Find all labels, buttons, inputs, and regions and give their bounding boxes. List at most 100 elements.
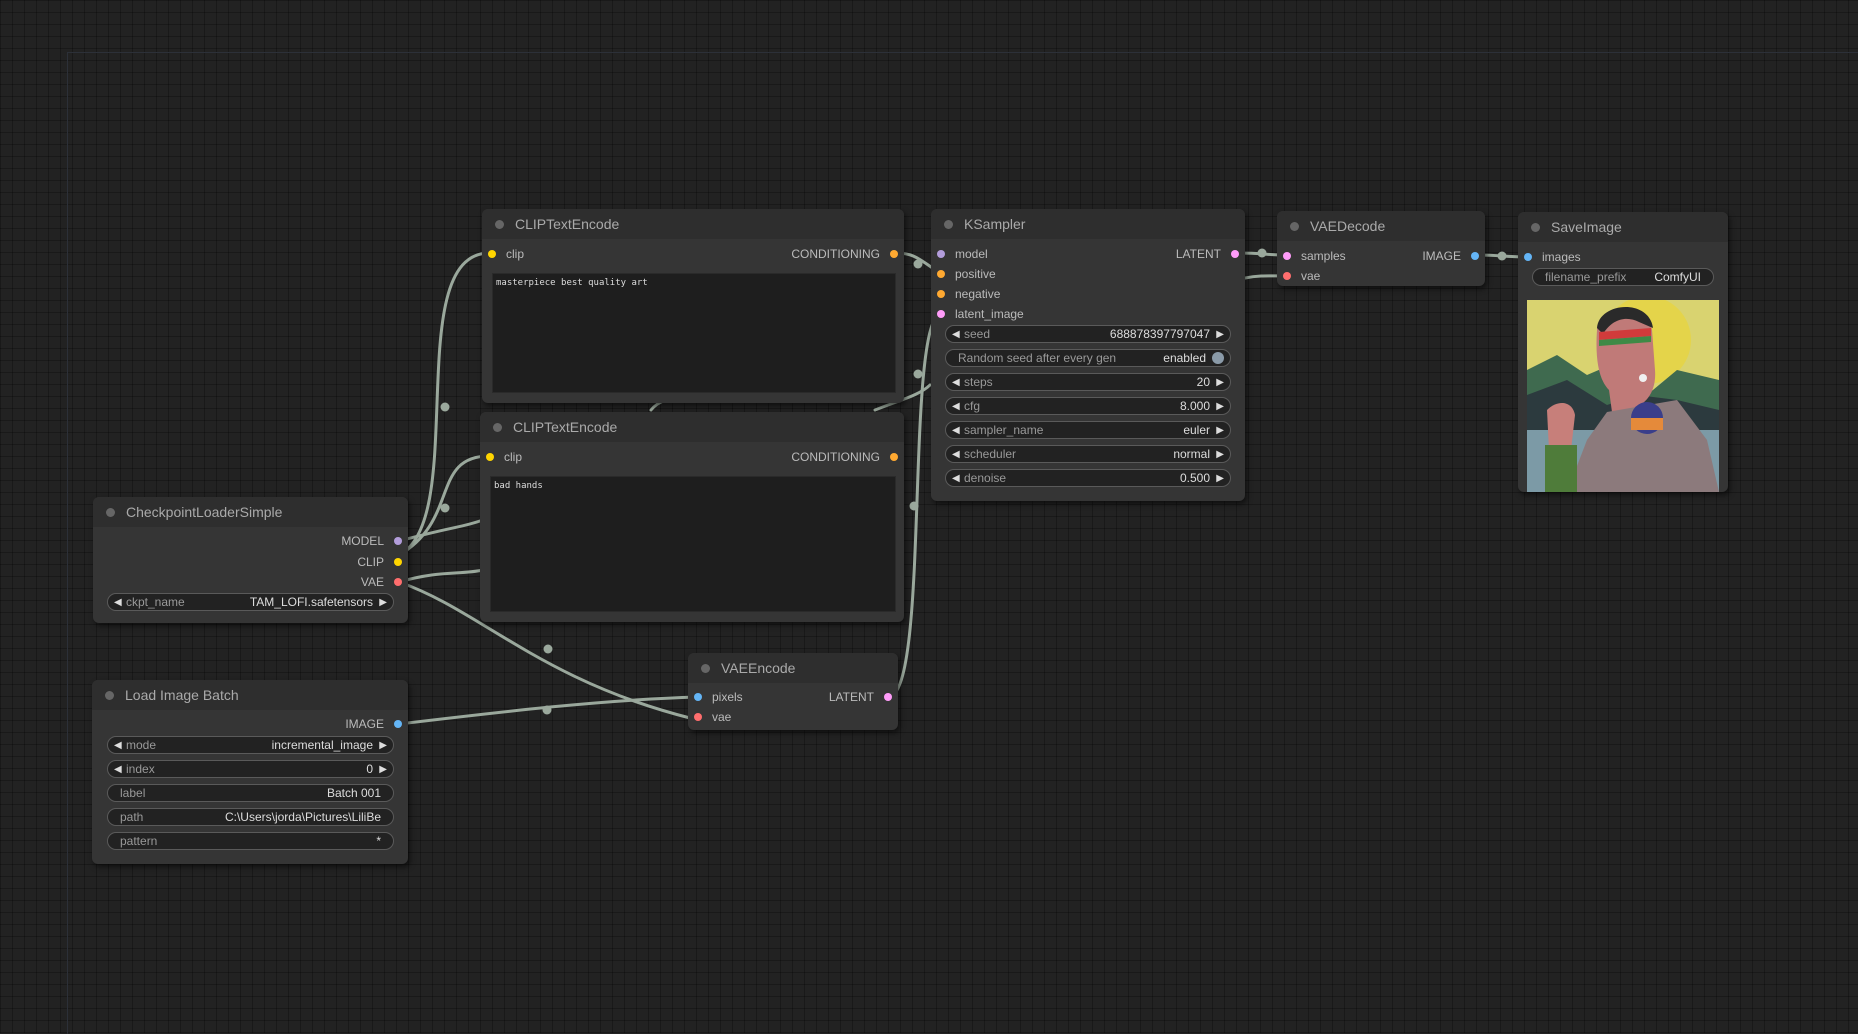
- slot-dot-icon[interactable]: [937, 290, 945, 298]
- collapse-dot-icon[interactable]: [944, 219, 953, 229]
- increment-arrow-icon[interactable]: ▶: [379, 740, 387, 751]
- node-header[interactable]: SaveImage: [1518, 212, 1728, 242]
- increment-arrow-icon[interactable]: ▶: [1216, 401, 1224, 412]
- input-slot-samples[interactable]: samples: [1283, 249, 1346, 263]
- random-seed-toggle[interactable]: Random seed after every gen enabled: [945, 349, 1231, 367]
- collapse-dot-icon[interactable]: [105, 690, 114, 700]
- collapse-dot-icon[interactable]: [1531, 222, 1540, 232]
- node-header[interactable]: Load Image Batch: [92, 680, 408, 710]
- output-slot-image[interactable]: IMAGE: [345, 717, 402, 731]
- toggle-knob-icon[interactable]: [1212, 352, 1224, 364]
- node-header[interactable]: CheckpointLoaderSimple: [93, 497, 408, 527]
- slot-dot-icon[interactable]: [884, 693, 892, 701]
- decrement-arrow-icon[interactable]: ◀: [114, 597, 122, 608]
- input-slot-images[interactable]: images: [1524, 250, 1581, 264]
- node-clip-text-encode-positive[interactable]: CLIPTextEncode clip CONDITIONING masterp…: [482, 209, 904, 403]
- slot-dot-icon[interactable]: [694, 693, 702, 701]
- slot-dot-icon[interactable]: [394, 720, 402, 728]
- seed-widget[interactable]: ◀ seed 688878397797047 ▶: [945, 325, 1231, 343]
- slot-dot-icon[interactable]: [890, 250, 898, 258]
- node-ksampler[interactable]: KSampler model LATENT positive negative …: [931, 209, 1245, 501]
- collapse-dot-icon[interactable]: [701, 663, 710, 673]
- node-header[interactable]: CLIPTextEncode: [480, 412, 904, 442]
- output-slot-vae[interactable]: VAE: [361, 575, 402, 589]
- decrement-arrow-icon[interactable]: ◀: [952, 377, 960, 388]
- slot-dot-icon[interactable]: [394, 558, 402, 566]
- slot-dot-icon[interactable]: [486, 453, 494, 461]
- slot-dot-icon[interactable]: [694, 713, 702, 721]
- steps-widget[interactable]: ◀ steps 20 ▶: [945, 373, 1231, 391]
- slot-dot-icon[interactable]: [937, 250, 945, 258]
- slot-dot-icon[interactable]: [394, 578, 402, 586]
- node-header[interactable]: KSampler: [931, 209, 1245, 239]
- path-widget[interactable]: path C:\Users\jorda\Pictures\LiliBe: [107, 808, 394, 826]
- input-slot-positive[interactable]: positive: [937, 267, 996, 281]
- decrement-arrow-icon[interactable]: ◀: [952, 425, 960, 436]
- cfg-widget[interactable]: ◀ cfg 8.000 ▶: [945, 397, 1231, 415]
- output-image-preview[interactable]: [1527, 300, 1719, 492]
- collapse-dot-icon[interactable]: [106, 507, 115, 517]
- decrement-arrow-icon[interactable]: ◀: [952, 401, 960, 412]
- decrement-arrow-icon[interactable]: ◀: [114, 764, 122, 775]
- increment-arrow-icon[interactable]: ▶: [379, 764, 387, 775]
- increment-arrow-icon[interactable]: ▶: [379, 597, 387, 608]
- slot-dot-icon[interactable]: [1471, 252, 1479, 260]
- increment-arrow-icon[interactable]: ▶: [1216, 377, 1224, 388]
- node-header[interactable]: VAEEncode: [688, 653, 898, 683]
- input-slot-negative[interactable]: negative: [937, 287, 1000, 301]
- denoise-widget[interactable]: ◀ denoise 0.500 ▶: [945, 469, 1231, 487]
- mode-widget[interactable]: ◀ mode incremental_image ▶: [107, 736, 394, 754]
- slot-dot-icon[interactable]: [394, 537, 402, 545]
- output-slot-conditioning[interactable]: CONDITIONING: [791, 247, 898, 261]
- output-slot-latent[interactable]: LATENT: [829, 690, 892, 704]
- input-slot-clip[interactable]: clip: [486, 450, 522, 464]
- collapse-dot-icon[interactable]: [495, 219, 504, 229]
- decrement-arrow-icon[interactable]: ◀: [952, 449, 960, 460]
- slot-dot-icon[interactable]: [1524, 253, 1532, 261]
- slot-dot-icon[interactable]: [1231, 250, 1239, 258]
- increment-arrow-icon[interactable]: ▶: [1216, 449, 1224, 460]
- index-widget[interactable]: ◀ index 0 ▶: [107, 760, 394, 778]
- slot-dot-icon[interactable]: [488, 250, 496, 258]
- input-slot-model[interactable]: model: [937, 247, 988, 261]
- node-vae-encode[interactable]: VAEEncode pixels LATENT vae: [688, 653, 898, 730]
- slot-dot-icon[interactable]: [937, 310, 945, 318]
- output-slot-model[interactable]: MODEL: [341, 534, 402, 548]
- scheduler-widget[interactable]: ◀ scheduler normal ▶: [945, 445, 1231, 463]
- increment-arrow-icon[interactable]: ▶: [1216, 329, 1224, 340]
- slot-dot-icon[interactable]: [1283, 272, 1291, 280]
- ckpt-name-widget[interactable]: ◀ ckpt_name TAM_LOFI.safetensors ▶: [107, 593, 394, 611]
- collapse-dot-icon[interactable]: [1290, 221, 1299, 231]
- input-slot-clip[interactable]: clip: [488, 247, 524, 261]
- output-slot-clip[interactable]: CLIP: [357, 555, 402, 569]
- prompt-textarea[interactable]: masterpiece best quality art: [492, 273, 896, 393]
- output-slot-latent[interactable]: LATENT: [1176, 247, 1239, 261]
- node-save-image[interactable]: SaveImage images filename_prefix ComfyUI: [1518, 212, 1728, 492]
- pattern-widget[interactable]: pattern *: [107, 832, 394, 850]
- node-vae-decode[interactable]: VAEDecode samples IMAGE vae: [1277, 211, 1485, 286]
- label-widget[interactable]: label Batch 001: [107, 784, 394, 802]
- node-header[interactable]: CLIPTextEncode: [482, 209, 904, 239]
- output-slot-image[interactable]: IMAGE: [1422, 249, 1479, 263]
- node-clip-text-encode-negative[interactable]: CLIPTextEncode clip CONDITIONING bad han…: [480, 412, 904, 622]
- input-slot-vae[interactable]: vae: [694, 710, 731, 724]
- input-slot-latent-image[interactable]: latent_image: [937, 307, 1024, 321]
- decrement-arrow-icon[interactable]: ◀: [114, 740, 122, 751]
- increment-arrow-icon[interactable]: ▶: [1216, 425, 1224, 436]
- slot-dot-icon[interactable]: [937, 270, 945, 278]
- input-slot-pixels[interactable]: pixels: [694, 690, 743, 704]
- node-header[interactable]: VAEDecode: [1277, 211, 1485, 241]
- slot-dot-icon[interactable]: [890, 453, 898, 461]
- input-slot-vae[interactable]: vae: [1283, 269, 1320, 283]
- output-slot-conditioning[interactable]: CONDITIONING: [791, 450, 898, 464]
- slot-dot-icon[interactable]: [1283, 252, 1291, 260]
- node-load-image-batch[interactable]: Load Image Batch IMAGE ◀ mode incrementa…: [92, 680, 408, 864]
- decrement-arrow-icon[interactable]: ◀: [952, 329, 960, 340]
- increment-arrow-icon[interactable]: ▶: [1216, 473, 1224, 484]
- prompt-textarea[interactable]: bad hands: [490, 476, 896, 612]
- sampler-name-widget[interactable]: ◀ sampler_name euler ▶: [945, 421, 1231, 439]
- collapse-dot-icon[interactable]: [493, 422, 502, 432]
- decrement-arrow-icon[interactable]: ◀: [952, 473, 960, 484]
- node-checkpoint-loader-simple[interactable]: CheckpointLoaderSimple MODEL CLIP VAE ◀ …: [93, 497, 408, 623]
- filename-prefix-widget[interactable]: filename_prefix ComfyUI: [1532, 268, 1714, 286]
